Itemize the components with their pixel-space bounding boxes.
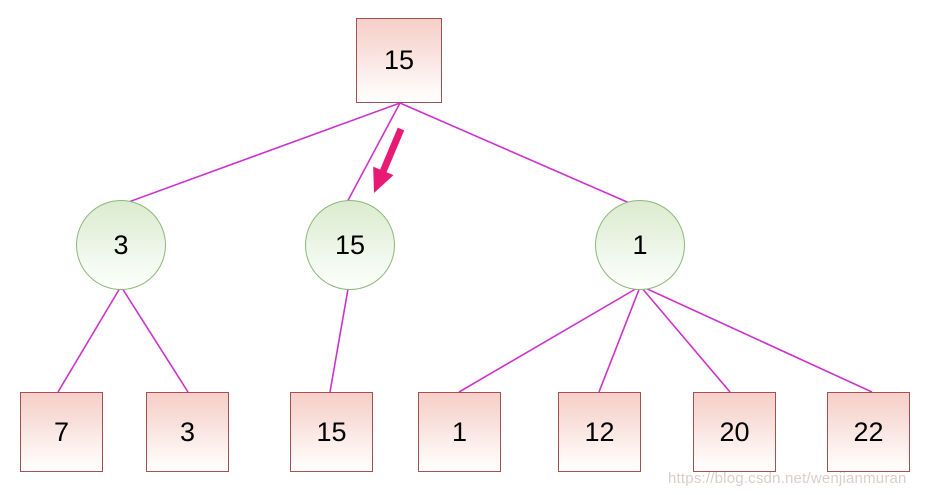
tree-node-l5[interactable]: 12: [558, 392, 641, 472]
tree-edge-c3-l4: [458, 286, 640, 393]
tree-edge-root-c2: [344, 102, 401, 207]
tree-edge-c1-l2: [121, 287, 189, 393]
node-label: 15: [334, 229, 366, 260]
tree-edge-c1-l1: [57, 287, 121, 393]
highlight-arrow: [373, 127, 405, 193]
node-label: 20: [719, 416, 750, 447]
tree-node-l1[interactable]: 7: [20, 392, 103, 472]
node-label: 22: [853, 416, 884, 447]
tree-edge-c3-l7: [642, 286, 873, 393]
tree-node-c1[interactable]: 3: [76, 200, 166, 290]
tree-node-l3[interactable]: 15: [290, 392, 373, 472]
tree-edge-root-c3: [399, 102, 635, 206]
tree-edge-c2-l3: [329, 288, 349, 393]
tree-edge-c3-l5: [598, 286, 641, 393]
node-label: 3: [113, 229, 129, 260]
tree-node-l6[interactable]: 20: [693, 392, 776, 472]
tree-node-l4[interactable]: 1: [418, 392, 501, 472]
tree-node-l7[interactable]: 22: [827, 392, 910, 472]
node-label: 7: [53, 416, 70, 447]
tree-node-root[interactable]: 15: [356, 18, 442, 103]
arrow-head: [373, 166, 394, 193]
tree-node-l2[interactable]: 3: [146, 392, 229, 472]
arrow-shaft: [377, 127, 405, 178]
node-label: 1: [451, 416, 468, 447]
tree-node-c3[interactable]: 1: [595, 200, 685, 290]
tree-edge-c3-l6: [640, 286, 731, 393]
node-label: 1: [632, 229, 648, 260]
watermark-text: https://blog.csdn.net/wenjianmuran: [668, 470, 907, 487]
tree-edges: [57, 102, 873, 393]
tree-node-c2[interactable]: 15: [305, 200, 395, 290]
node-label: 12: [584, 416, 615, 447]
node-label: 3: [179, 416, 196, 447]
node-label: 15: [316, 416, 347, 447]
node-label: 15: [383, 45, 415, 75]
tree-edge-root-c1: [122, 102, 401, 205]
